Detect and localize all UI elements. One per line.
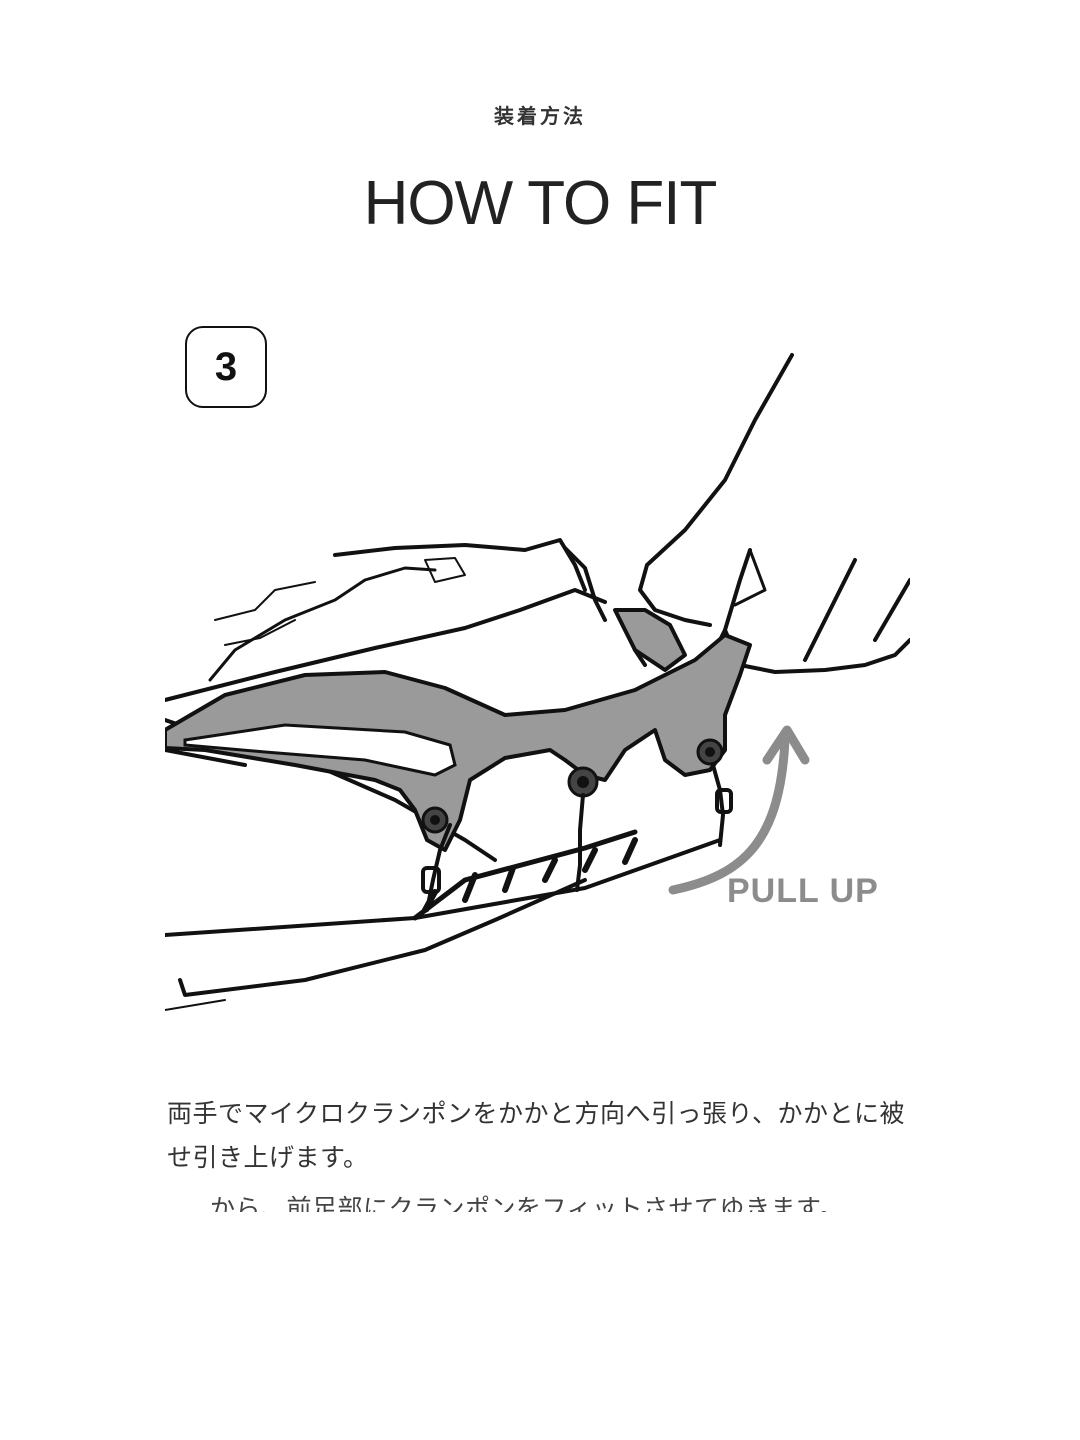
clipped-text: から、前足部にクランポンをフィットさせてゆきます。 (210, 1194, 845, 1212)
step-illustration (165, 353, 910, 1011)
step-number-badge: 3 (185, 326, 267, 408)
clipped-text-line: から、前足部にクランポンをフィットさせてゆきます。 (210, 1190, 930, 1212)
page-title: HOW TO FIT (363, 169, 718, 238)
pull-up-label: PULL UP (727, 872, 879, 910)
step-description: 両手でマイクロクランポンをかかと方向へ引っ張り、かかとに被せ引き上げます。 (167, 1099, 906, 1172)
section-subtitle: 装着方法 (494, 104, 586, 128)
